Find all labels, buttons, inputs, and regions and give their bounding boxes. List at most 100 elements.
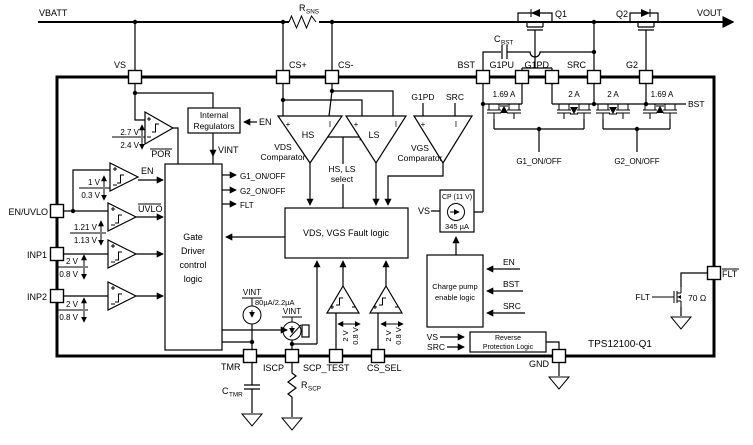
cs-sel-fall-threshold: 0.8 V <box>394 327 403 345</box>
timer-current-label: 80µA/2.2µA <box>255 298 295 307</box>
ground-icon <box>669 316 693 330</box>
pin-inp2 <box>49 288 65 304</box>
internal-regulators-line2: Regulators <box>193 121 234 131</box>
vgs-comparator-line2: Comparator <box>398 153 443 163</box>
gate-driver-line4: logic <box>184 274 203 284</box>
hs-ls-select-line2: select <box>331 174 354 184</box>
pin-cs-minus-label: CS- <box>338 60 354 70</box>
ls-plus-mark: + <box>354 120 359 129</box>
charge-pump-enable-line1: Charge pump <box>432 282 477 291</box>
vds-hs-comparator <box>276 115 344 165</box>
cs-sel-comparator <box>368 284 404 314</box>
pin-tmr-label: TMR <box>221 362 241 372</box>
pin-vs-label: VS <box>114 60 126 70</box>
reverse-protection-line1: Reverse <box>495 335 521 342</box>
pin-cs-minus <box>324 69 340 85</box>
rpl-vs-input-label: VS <box>427 332 439 342</box>
scp-rise-threshold: 2 V <box>341 330 350 341</box>
pin-scp-test <box>328 348 344 364</box>
pin-flt-label: FLT <box>722 269 738 279</box>
pin-cs-sel-label: CS_SEL <box>367 363 402 373</box>
en-comparator <box>109 162 140 192</box>
vbatt-label: VBATT <box>39 8 68 18</box>
vout-label: VOUT <box>697 8 723 18</box>
timer-switch-icon <box>289 324 302 338</box>
pin-inp2-label: INP2 <box>27 292 47 302</box>
pin-cs-plus-label: CS+ <box>289 60 307 70</box>
pin-bst <box>475 69 491 85</box>
cs-sel-rise-threshold: 2 V <box>384 330 393 341</box>
hs-ls-select-line1: HS, LS <box>329 164 356 174</box>
pin-en-uvlo-label: EN/UVLO <box>8 207 48 217</box>
pin-scp-test-label: SCP_TEST <box>303 363 350 373</box>
select-label-backing <box>324 164 362 184</box>
gate-driver-line1: Gate <box>183 232 203 242</box>
por-fall-threshold: 2.4 V <box>120 141 139 150</box>
tmr-current-source-icon <box>242 305 262 325</box>
flt-gate-label: FLT <box>636 292 650 302</box>
hs-plus-mark: + <box>286 120 291 129</box>
vgs-comparator-line1: VGS <box>411 143 429 153</box>
ls-minus-mark: I <box>395 120 397 129</box>
q2-body-diode-icon <box>641 9 650 17</box>
ctmr-label: C <box>222 386 229 396</box>
pin-en-uvlo <box>49 203 65 219</box>
hs-minus-mark: I <box>329 120 331 129</box>
rpl-src-input-label: SRC <box>427 342 445 352</box>
vds-comparator-line2: Comparator <box>261 152 306 162</box>
pin-g1pu-label: G1PU <box>489 60 514 70</box>
cbst-sub: BST <box>501 40 513 47</box>
timer-discharge-switch <box>301 324 310 338</box>
pin-g2-label: G2 <box>626 60 638 70</box>
ground-icon <box>547 376 571 390</box>
pin-g1pd-label: G1PD <box>524 60 549 70</box>
g1-onoff-net-label: G1_ON/OFF <box>516 157 561 166</box>
flt-fet-arrow-icon <box>677 295 681 299</box>
pin-g2 <box>638 69 654 85</box>
diode-icon <box>570 107 578 114</box>
pins <box>49 69 722 364</box>
inp1-rise-threshold: 2 V <box>66 257 79 266</box>
pin-g1pu <box>514 69 530 85</box>
pin-flt <box>706 265 722 281</box>
por-label: POR <box>151 149 171 159</box>
scp-fall-threshold: 0.8 V <box>351 327 360 345</box>
scp-test-comparator <box>325 284 361 314</box>
rscp-label: R <box>301 380 308 390</box>
en-fall-threshold: 0.3 V <box>81 191 100 200</box>
g2-pullup-current: 1.69 A <box>651 90 674 99</box>
diode-icon <box>656 106 664 113</box>
pin-iscp <box>284 348 300 364</box>
q1-body-diode-icon <box>531 9 540 17</box>
pin-cs-sel <box>370 348 386 364</box>
vint-label: VINT <box>218 145 239 155</box>
vint-iscp-label: VINT <box>283 307 301 316</box>
inp2-rise-threshold: 2 V <box>66 300 79 309</box>
pin-gnd <box>551 348 567 364</box>
flt-resistance-label: 70 Ω <box>688 293 706 303</box>
vgs-comparator <box>412 115 474 165</box>
por-comparator <box>144 110 175 146</box>
rsns-label: R <box>299 3 306 13</box>
g1-pullup-current: 1.69 A <box>493 90 516 99</box>
pin-gnd-label: GND <box>529 359 550 369</box>
inp1-fall-threshold: 0.8 V <box>59 270 78 279</box>
g1-onoff-output-label: G1_ON/OFF <box>240 172 285 181</box>
pin-bst-label: BST <box>457 60 475 70</box>
internal-regulators-block <box>187 107 241 134</box>
charge-pump-source-icon <box>447 203 465 221</box>
diode-icon <box>609 107 617 114</box>
rscp-sub: SCP <box>308 386 321 393</box>
gate-driver-control-logic-block <box>164 163 223 351</box>
ctmr-sub: TMR <box>229 392 243 399</box>
ground-icon <box>280 417 304 431</box>
en-comparator-output-label: EN <box>141 166 154 176</box>
gate-driver-line2: Driver <box>181 246 205 256</box>
fault-logic-block <box>284 207 409 259</box>
inp1-comparator <box>107 239 138 269</box>
rsns-sub: SNS <box>306 9 319 16</box>
cpe-en-input-label: EN <box>503 257 515 267</box>
part-number-label: TPS12100-Q1 <box>588 339 652 350</box>
uvlo-label: UVLO <box>138 204 163 214</box>
inp2-comparator <box>107 281 138 311</box>
